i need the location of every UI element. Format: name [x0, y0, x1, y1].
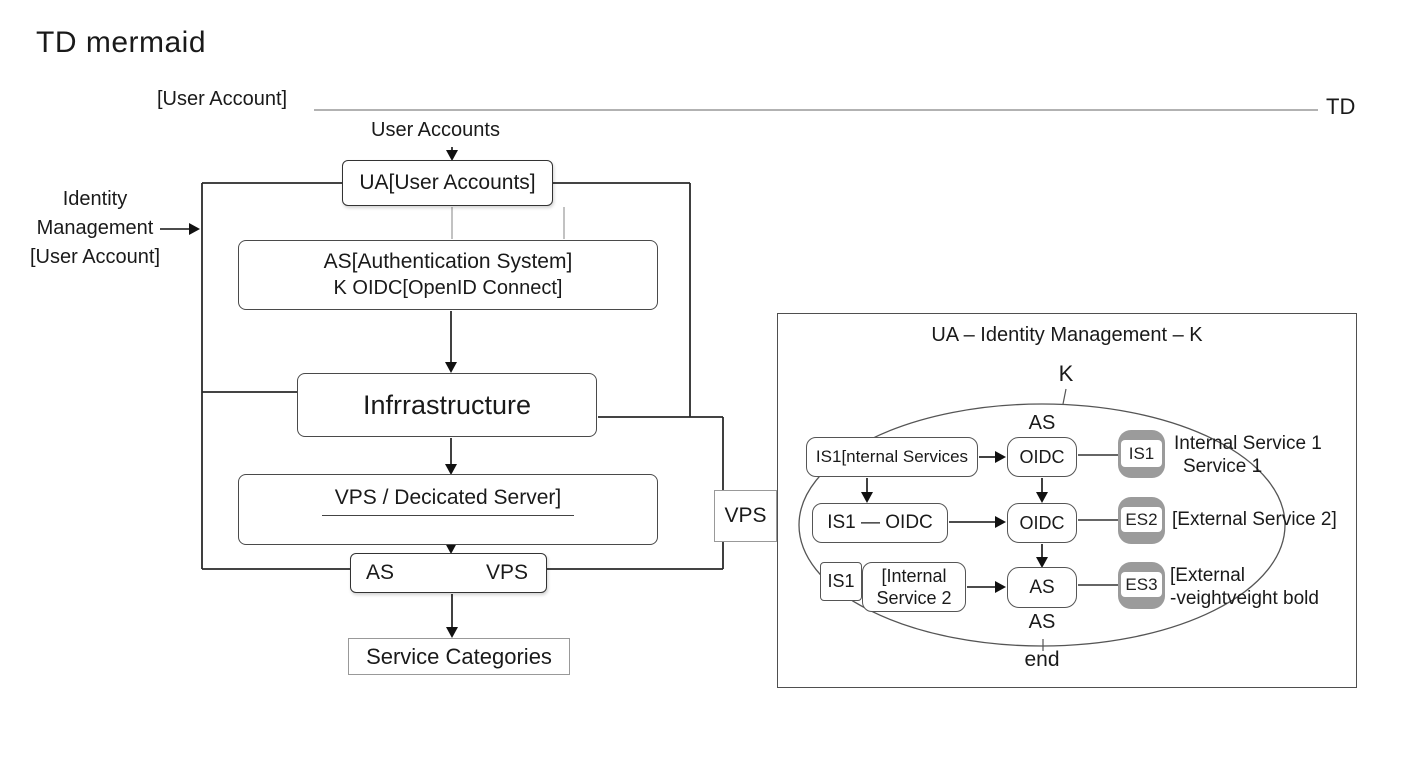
- node-vps-dedicated-server: VPS / Decicated Server]: [238, 474, 658, 545]
- node-vps-connector: VPS: [714, 490, 777, 542]
- panel-title: UA – Identity Management – K: [931, 324, 1203, 346]
- auth-system-line2: K OIDC[OpenID Connect]: [333, 277, 563, 299]
- internal-service-1-line1: Internal Service 1: [1174, 433, 1322, 454]
- identity-label-line1: Identity: [62, 188, 128, 210]
- node-internal-service-2: [Internal Service 2: [862, 562, 966, 612]
- vps-connector-label: VPS: [724, 504, 767, 527]
- service-categories-label: Service Categories: [366, 643, 552, 669]
- external-service-2-label: [External Service 2]: [1172, 509, 1337, 530]
- es2-service-icon-label: ES2: [1121, 507, 1162, 532]
- ellipse-as-bottom-label: AS: [1028, 611, 1056, 633]
- auth-system-line1: AS[Authentication System]: [323, 250, 573, 273]
- node-oidc-1: OIDC: [1007, 437, 1077, 477]
- es3-service-icon-label: ES3: [1121, 572, 1162, 597]
- es3-service-icon: ES3: [1118, 562, 1165, 609]
- page-title: TD mermaid: [36, 26, 207, 59]
- k-node-label: K: [1058, 361, 1074, 386]
- node-infrastructure-label: Infrrastructure: [362, 389, 532, 420]
- is1-small-label: IS1: [827, 571, 855, 591]
- external-service-3-line1: [External: [1170, 565, 1245, 586]
- node-is1-small: IS1: [820, 562, 862, 601]
- flow-arrows: [160, 147, 458, 638]
- user-account-edge-label: [User Account]: [157, 88, 288, 110]
- internal-service-1-line2: Service 1: [1183, 456, 1263, 477]
- end-label: end: [1024, 648, 1060, 671]
- subgraph-panel: [777, 313, 1357, 688]
- user-accounts-edge-label: User Accounts: [371, 119, 500, 141]
- is1-oidc-label: IS1 — OIDC: [827, 512, 933, 533]
- is1-service-icon-label: IS1: [1121, 440, 1162, 467]
- node-authentication-system: AS[Authentication System] K OIDC[OpenID …: [238, 240, 658, 310]
- td-edge-label: TD: [1326, 94, 1356, 119]
- node-as-small: AS: [1007, 567, 1077, 608]
- as-vps-right-label: VPS: [485, 561, 528, 584]
- internal-service-2-line2: Service 2: [876, 588, 952, 608]
- external-service-3-line2: -veightveight bold: [1170, 588, 1319, 609]
- group-ellipse: [798, 403, 1286, 647]
- identity-label-line3: [User Account]: [29, 246, 161, 268]
- is1-internal-services-label: IS1[nternal Services: [815, 447, 969, 466]
- internal-service-2-line1: [Internal: [881, 566, 947, 586]
- ellipse-as-top-label: AS: [1028, 412, 1056, 434]
- node-service-categories: Service Categories: [348, 638, 570, 675]
- as-vps-left-label: AS: [366, 561, 395, 584]
- node-oidc-2: OIDC: [1007, 503, 1077, 543]
- is1-service-icon: IS1: [1118, 430, 1165, 478]
- node-as-vps: AS VPS: [350, 553, 547, 593]
- as-small-label: AS: [1029, 576, 1055, 598]
- oidc-1-label: OIDC: [1019, 446, 1065, 467]
- oidc-2-label: OIDC: [1019, 512, 1065, 533]
- icon-links: [1078, 454, 1118, 586]
- node-infrastructure: Infrrastructure: [297, 373, 597, 437]
- es2-service-icon: ES2: [1118, 497, 1165, 544]
- panel-arrows: [861, 451, 1048, 593]
- vps-node-divider: [322, 515, 574, 516]
- node-user-accounts-label: UA[User Accounts]: [359, 171, 536, 194]
- external-service-3-label: [External -veightveight bold: [1170, 564, 1319, 610]
- internal-service-1-label: Internal Service 1 Service 1: [1174, 432, 1322, 478]
- node-vps-label: VPS / Decicated Server]: [334, 486, 562, 509]
- node-is1-internal-services: IS1[nternal Services: [806, 437, 978, 477]
- node-is1-oidc: IS1 — OIDC: [812, 503, 948, 543]
- identity-label-line2: Management: [36, 217, 154, 239]
- node-user-accounts: UA[User Accounts]: [342, 160, 553, 206]
- identity-management-label: Identity Management [User Account]: [20, 185, 170, 272]
